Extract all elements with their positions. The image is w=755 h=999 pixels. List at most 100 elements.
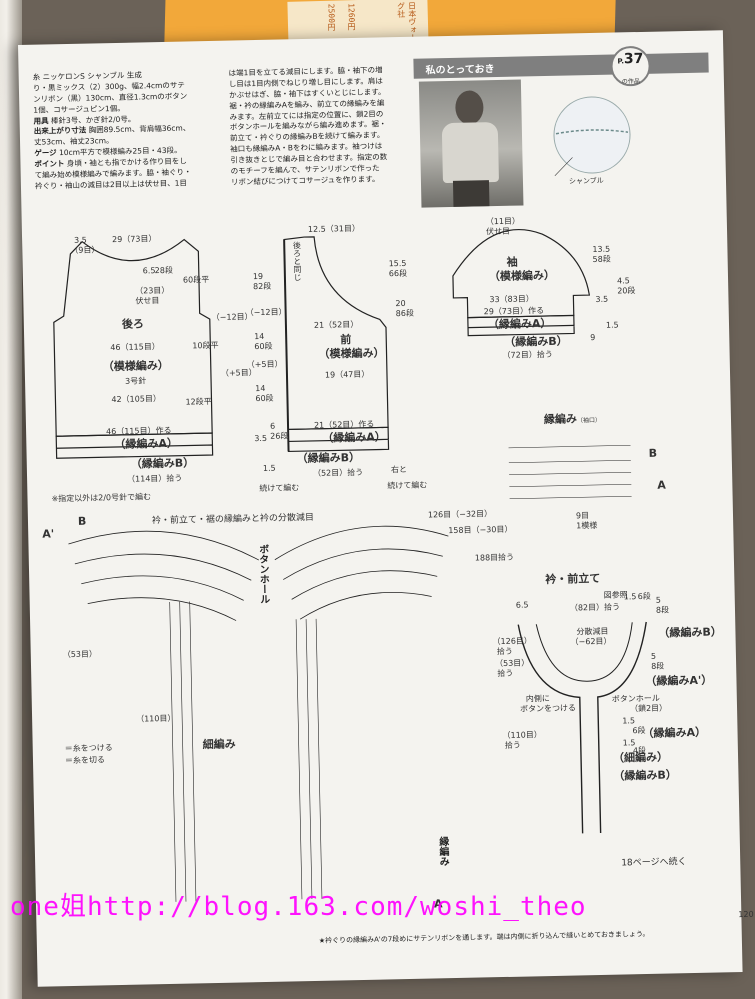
- front-h5: 15.5: [388, 258, 407, 269]
- front-band-r4: 1.5: [622, 716, 636, 726]
- sleeve-edge-b: （縁編みB）: [504, 334, 568, 349]
- cuff-repeat: 9目: [575, 511, 590, 521]
- collar-count-4: （53目）: [62, 649, 98, 660]
- front-band-r1: 1.5: [623, 592, 637, 602]
- front-band-r2: 5: [655, 595, 661, 605]
- buttonhole-label: ボタンホール: [256, 543, 269, 605]
- front-h1: 19: [252, 271, 264, 282]
- cuff-chart-grid: [508, 445, 632, 500]
- sleeve-cuff-band: [467, 314, 575, 337]
- front-pick-up: （52目）拾う: [312, 467, 364, 478]
- front-band-buttonhole-n: （鎖2目）: [629, 703, 668, 714]
- sleeve-outline: [452, 229, 591, 319]
- front-band-r3-rows: 8段: [651, 661, 665, 671]
- front-edge-b: （縁編みB）: [296, 450, 361, 466]
- front-top-width: 12.5（31目）: [307, 223, 361, 234]
- sleeve-top-st: （11目）: [485, 216, 521, 227]
- pattern-diagrams: [53, 229, 647, 902]
- front-h4-rows: 26段: [270, 431, 289, 441]
- book-price-1: 1260円: [346, 3, 357, 31]
- back-neck-bindoff: 伏せ目: [135, 296, 160, 306]
- front-waist-width: 19（47目）: [324, 369, 370, 380]
- front-h6-rows: 86段: [395, 308, 414, 319]
- collar-count-5: （110目）: [136, 713, 176, 724]
- front-cast-on: 21（52目）作る: [313, 419, 375, 430]
- sleeve-title: 袖: [506, 255, 518, 269]
- book-price-2: 2500円: [326, 3, 337, 32]
- sleeve-top-bindoff: 伏せ目: [485, 226, 511, 237]
- sleeve-cap-height: 13.5: [592, 244, 611, 255]
- front-band-r3: 5: [650, 651, 657, 661]
- back-edge-a: （縁編みA）: [114, 436, 179, 452]
- back-cast-on: 46（115目）作る: [106, 425, 172, 437]
- collar-label-b: B: [77, 514, 87, 528]
- back-pattern: （模様編み）: [102, 358, 169, 374]
- adjacent-page-edge: [0, 0, 22, 999]
- sleeve-edge-a: （縁編みA）: [487, 316, 552, 332]
- back-pick-up: （114目）拾う: [127, 473, 183, 484]
- sleeve-h3: 3.5: [595, 294, 609, 304]
- front-inc: （+5目）: [246, 359, 283, 370]
- front-body-outline: [283, 236, 389, 431]
- neckband-inner: [535, 622, 633, 682]
- collar-count-3: 188目拾う: [474, 552, 515, 563]
- back-neck-depth: 6.5: [142, 266, 156, 276]
- back-rows-10: 10段平: [192, 340, 219, 351]
- front-h2: 14: [254, 331, 265, 342]
- sleeve-width: 33（83目）: [489, 294, 534, 305]
- front-band-r2-rows: 8段: [655, 605, 670, 615]
- collar-count-1: 126目（−32目）: [427, 509, 493, 520]
- front-band-dist-n: （−62目）: [570, 636, 612, 647]
- sleeve-cast-on: 29（73目）作る: [483, 306, 545, 317]
- front-band-st53: （53目）: [494, 658, 530, 669]
- collar-left-band: [169, 601, 197, 902]
- collar-edge-label: 縁編み: [436, 836, 449, 867]
- back-shoulder-width: 3.5: [74, 235, 87, 245]
- front-band-edge-b-2: （縁編みB）: [613, 768, 677, 783]
- sleeve-h5: 9: [590, 332, 596, 343]
- back-hem-band: [55, 432, 214, 459]
- front-band-pick53: 拾う: [497, 668, 514, 679]
- back-edge-b: （縁編みB）: [130, 456, 195, 471]
- front-band-width: 6.5: [515, 600, 529, 610]
- front-h5-rows: 66段: [388, 268, 408, 279]
- back-neck-st: （23目）: [135, 285, 170, 296]
- cuff-repeat-label: 1模様: [576, 520, 598, 531]
- front-band-buttonhole: ボタンホール: [611, 693, 660, 704]
- cuff-label-b: B: [648, 446, 658, 460]
- front-side-1: 3.5: [254, 433, 268, 444]
- front-continue-2: 続けて編む: [387, 480, 428, 491]
- front-dec: （−12目）: [245, 307, 287, 318]
- continue-note: 18ページへ続く: [621, 857, 687, 869]
- front-band-pick110: 拾う: [504, 740, 521, 750]
- collar-count-2: 158目（−30目）: [448, 524, 513, 536]
- front-h4: 6: [269, 421, 276, 431]
- front-band-edge-a-prime: （縁編みA'）: [645, 673, 713, 688]
- thread-cut-legend: ＝糸を切る: [64, 755, 106, 766]
- back-inc: （+5目）: [220, 368, 257, 378]
- cuff-edge-sub: （袖口）: [576, 416, 602, 425]
- front-band-r5-rows: 4段: [632, 746, 647, 756]
- front-band-r1-rows: 6段: [637, 591, 651, 602]
- sleeve-h2-rows: 20段: [617, 286, 636, 296]
- sleeve-cap-rows: 58段: [592, 254, 611, 265]
- front-band-pick126: 拾う: [496, 646, 513, 657]
- cuff-edge-title-text: 縁編み: [543, 412, 578, 427]
- front-band-r4-rows: 6段: [632, 726, 646, 736]
- collar-label-a-prime: A': [42, 527, 55, 541]
- magazine-page: 糸 ニッケロンS シャンブル 生成 り・黒ミックス（2）300g、幅2.4cmの…: [18, 30, 754, 987]
- neckband-outline: [517, 621, 647, 834]
- front-h6: 20: [395, 298, 406, 309]
- collar-right-arcs: [274, 525, 449, 620]
- watermark-text: one姐http://blog.163.com/woshi_theo: [10, 892, 587, 922]
- collar-left-arcs: [68, 530, 260, 621]
- front-band-inner: 内側に: [525, 694, 550, 704]
- front-chest-width: 21（52目）: [313, 319, 359, 330]
- back-chest-width: 46（115目）: [110, 342, 160, 353]
- back-shoulder-st: （9目）: [70, 245, 100, 255]
- thread-attach-legend: ＝糸をつける: [64, 743, 113, 754]
- page-number: 120: [738, 909, 754, 920]
- front-h1-rows: 82段: [253, 281, 272, 292]
- back-rows-12: 12段平: [185, 397, 212, 407]
- back-top-width: 29（73目）: [112, 234, 157, 245]
